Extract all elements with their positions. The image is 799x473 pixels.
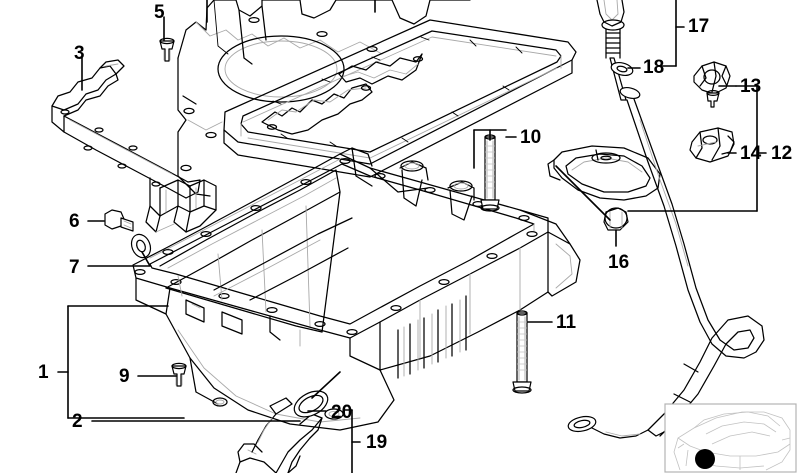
callout-label-3: 3	[74, 43, 85, 64]
callout-label-19: 19	[366, 432, 388, 453]
clip-part-14	[689, 127, 735, 163]
oil-pan-gasket-frame	[223, 19, 577, 178]
bolt-part-5	[159, 37, 175, 62]
callout-label-9: 9	[119, 366, 130, 387]
callout-label-17: 17	[688, 16, 710, 37]
reinforcement-bracket-part-3	[51, 59, 217, 233]
callout-label-7: 7	[69, 257, 80, 278]
callout-label-11: 11	[556, 312, 577, 333]
callout-label-1: 1	[38, 362, 49, 383]
callout-label-18: 18	[643, 57, 665, 78]
callout-label-20: 20	[331, 402, 353, 423]
callout-label-13: 13	[740, 76, 762, 97]
bolt-part-9	[171, 362, 187, 387]
dipstick-assembly	[567, 0, 765, 439]
callout-label-6: 6	[69, 211, 80, 232]
callout-label-12: 12	[771, 143, 793, 164]
oil-pan-body	[132, 147, 581, 431]
callout-leaders	[57, 0, 767, 473]
callout-label-14: 14	[740, 143, 762, 164]
vehicle-location-inset-graphic	[664, 403, 797, 473]
long-bolt-part-10	[480, 134, 500, 212]
callout-label-16: 16	[608, 252, 630, 273]
long-bolt-part-11	[512, 310, 532, 394]
callout-label-5: 5	[154, 2, 165, 23]
heat-shield-baffle	[547, 145, 661, 201]
screw-part-6	[104, 209, 134, 232]
callout-label-10: 10	[520, 127, 542, 148]
callout-label-2: 2	[72, 411, 83, 432]
